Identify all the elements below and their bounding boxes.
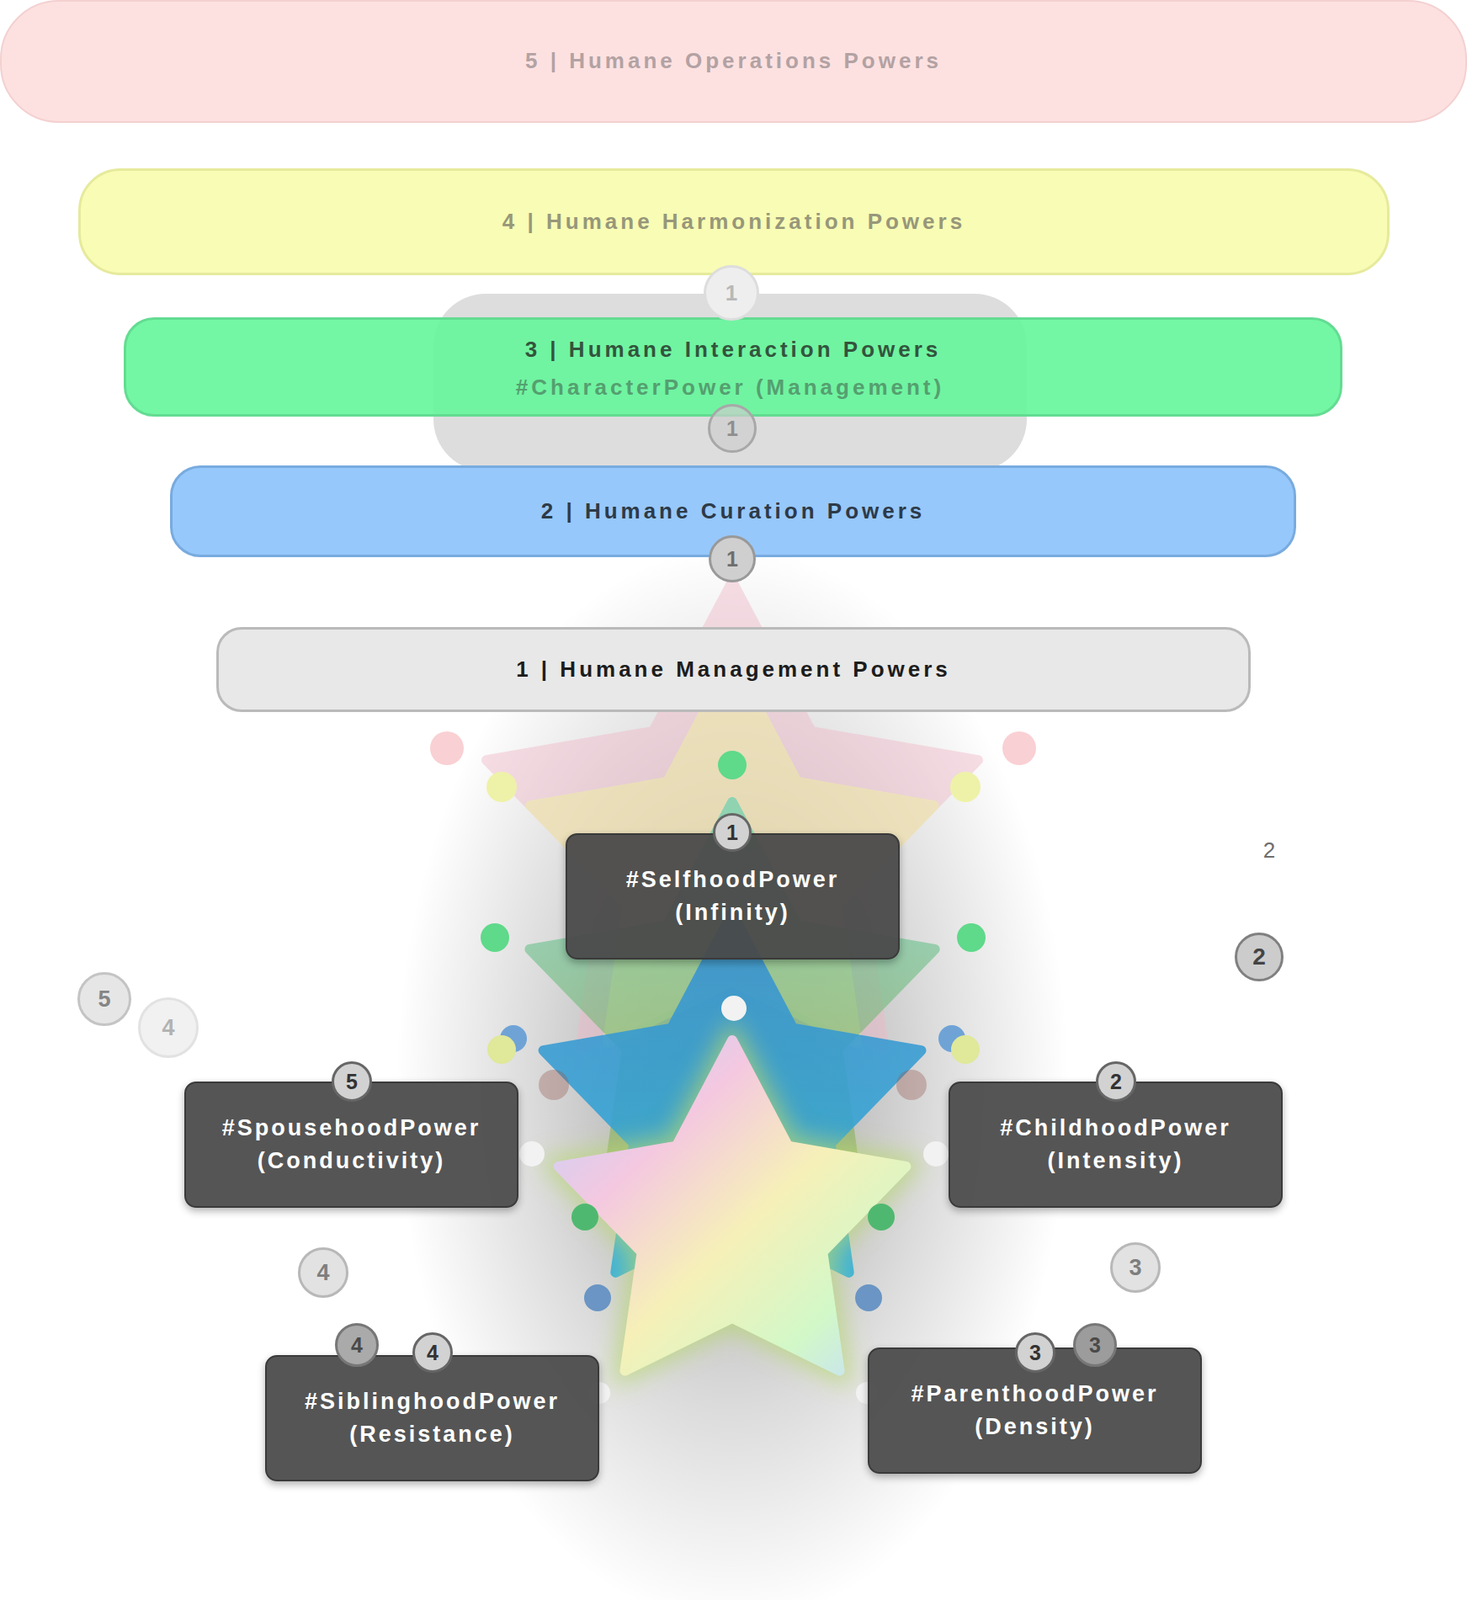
power-label: #SelfhoodPower (Infinity) [580,863,885,930]
callout-number: 1 [708,535,756,583]
band-label: 2 | Humane Curation Powers [541,498,926,525]
power-label: #SpousehoodPower (Conductivity) [199,1111,504,1178]
callout-number: 5 [331,1061,373,1102]
callout-number: 4 [412,1332,453,1373]
layer-band: 5 | Humane Operations Powers [0,0,1467,123]
dot [519,1141,545,1167]
power-label: #ChildhoodPower (Intensity) [963,1111,1268,1178]
dot [951,1035,980,1064]
dot [896,1069,927,1101]
callout-number: 2 [1095,1061,1137,1102]
power-box: #SelfhoodPower (Infinity) [565,833,900,960]
star-shape [558,1040,907,1372]
band-label: 1 | Humane Management Powers [515,656,952,683]
layer-band: 4 | Humane Harmonization Powers [78,168,1390,276]
callout-number: 3 [1110,1242,1161,1293]
power-box: #SiblinghoodPower (Resistance) [265,1355,600,1482]
dot [430,731,464,766]
layer-band: 1 | Humane Management Powers [216,627,1251,713]
power-label: #SiblinghoodPower (Resistance) [280,1385,585,1452]
callout-number: 4 [334,1323,379,1367]
callout-number: 1 [712,813,752,852]
callout-number: 1 [703,265,760,321]
callout-number: 3 [1015,1332,1056,1373]
dot [855,1284,883,1312]
note-number: 2 [1252,833,1287,867]
band-label: 3 | Humane Interaction Powers [525,336,942,363]
dot [1002,731,1037,766]
star-shape [546,1027,918,1382]
dot [923,1141,949,1167]
dot [867,1203,895,1231]
dot [956,923,986,952]
band-label: 5 | Humane Operations Powers [525,47,942,75]
power-label: #ParenthoodPower (Density) [882,1377,1187,1444]
dot [584,1284,612,1312]
star-dots [430,731,1037,1404]
callout-number: 4 [138,997,199,1058]
layer-band: 3 | Humane Interaction Powers [123,317,1343,417]
callout-number: 1 [707,403,757,453]
callout-number: 2 [1234,932,1284,982]
dot [480,923,510,952]
callout-number: 3 [1073,1323,1117,1367]
dot [571,1203,599,1231]
dot [950,771,981,803]
band-label: 4 | Humane Harmonization Powers [502,208,966,235]
dot [721,995,747,1021]
band-label: #CharacterPower (Management) [515,374,945,401]
dot [487,1035,516,1064]
callout-number: 4 [297,1247,349,1298]
dot [486,771,517,803]
callout-number: 5 [77,972,132,1026]
dot [538,1069,569,1101]
dot [717,750,747,780]
